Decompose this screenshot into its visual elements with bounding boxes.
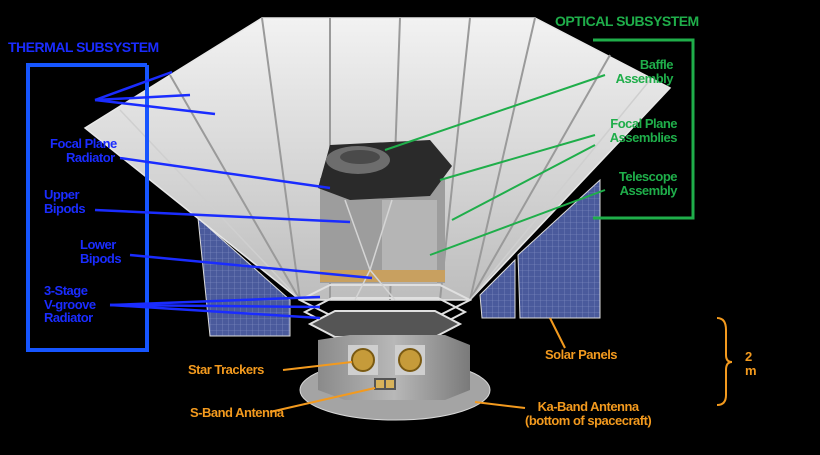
label-s-band-antenna: S-Band Antenna [190,405,284,420]
label-solar-panels: Solar Panels [545,347,618,362]
label-focal-plane-radiator: Focal Plane Radiator [50,136,117,165]
thermal-subsystem-title: THERMAL SUBSYSTEM [8,39,159,55]
label-v-groove-radiator: 3-Stage V-groove Radiator [44,283,96,326]
bipods [344,199,396,301]
label-upper-bipods: Upper Bipods [44,187,86,216]
label-focal-plane-assemblies: Focal Plane Assemblies [609,116,678,145]
spacecraft-leader-lines [269,317,733,413]
baffle-assembly [318,140,452,200]
thermal-subsystem-box [26,63,149,352]
spacecraft-bus [299,335,491,421]
label-ka-band-antenna: Ka-Band Antenna (bottom of spacecraft) [525,399,652,428]
label-telescope-assembly: Telescope Assembly [618,169,678,198]
optical-leader-lines [384,74,606,256]
label-star-trackers: Star Trackers [188,362,264,377]
v-groove-shields [297,284,473,338]
optical-subsystem-title: OPTICAL SUBSYSTEM [555,13,699,29]
thermal-leader-lines [94,70,373,320]
optical-subsystem-bracket [593,38,695,220]
label-lower-bipods: Lower Bipods [80,237,122,266]
label-baffle-assembly: Baffle Assembly [615,57,674,86]
dimension-label: 2 m [745,349,757,378]
